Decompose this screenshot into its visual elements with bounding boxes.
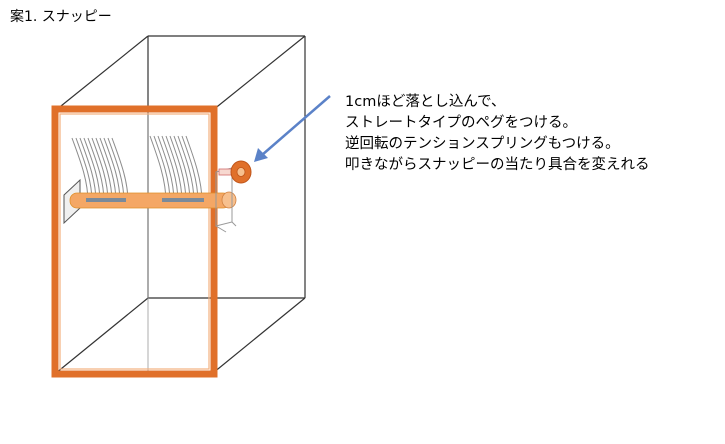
page-title: 案1. スナッピー — [10, 9, 112, 25]
front-frame-inner — [59, 113, 210, 370]
front-frame — [51, 105, 218, 378]
peg-knob-center — [236, 167, 246, 177]
pointer-arrow-icon — [254, 95, 331, 162]
annotation-line: 叩きながらスナッピーの当たり具合を変えれる — [345, 157, 650, 173]
box-outline — [55, 35, 306, 374]
snare-strip-right — [162, 198, 204, 202]
annotation-line: 1cmほど落とし込んで、 — [345, 94, 506, 110]
annotation-line: ストレートタイプのペグをつける。 — [345, 115, 577, 131]
rod-end-cap — [221, 191, 237, 209]
annotation-text: 1cmほど落とし込んで、 ストレートタイプのペグをつける。 逆回転のテンションス… — [345, 92, 650, 176]
snare-strip-left — [86, 198, 126, 202]
snare-wires-right — [149, 135, 203, 203]
annotation-line: 逆回転のテンションスプリングもつける。 — [345, 136, 620, 152]
